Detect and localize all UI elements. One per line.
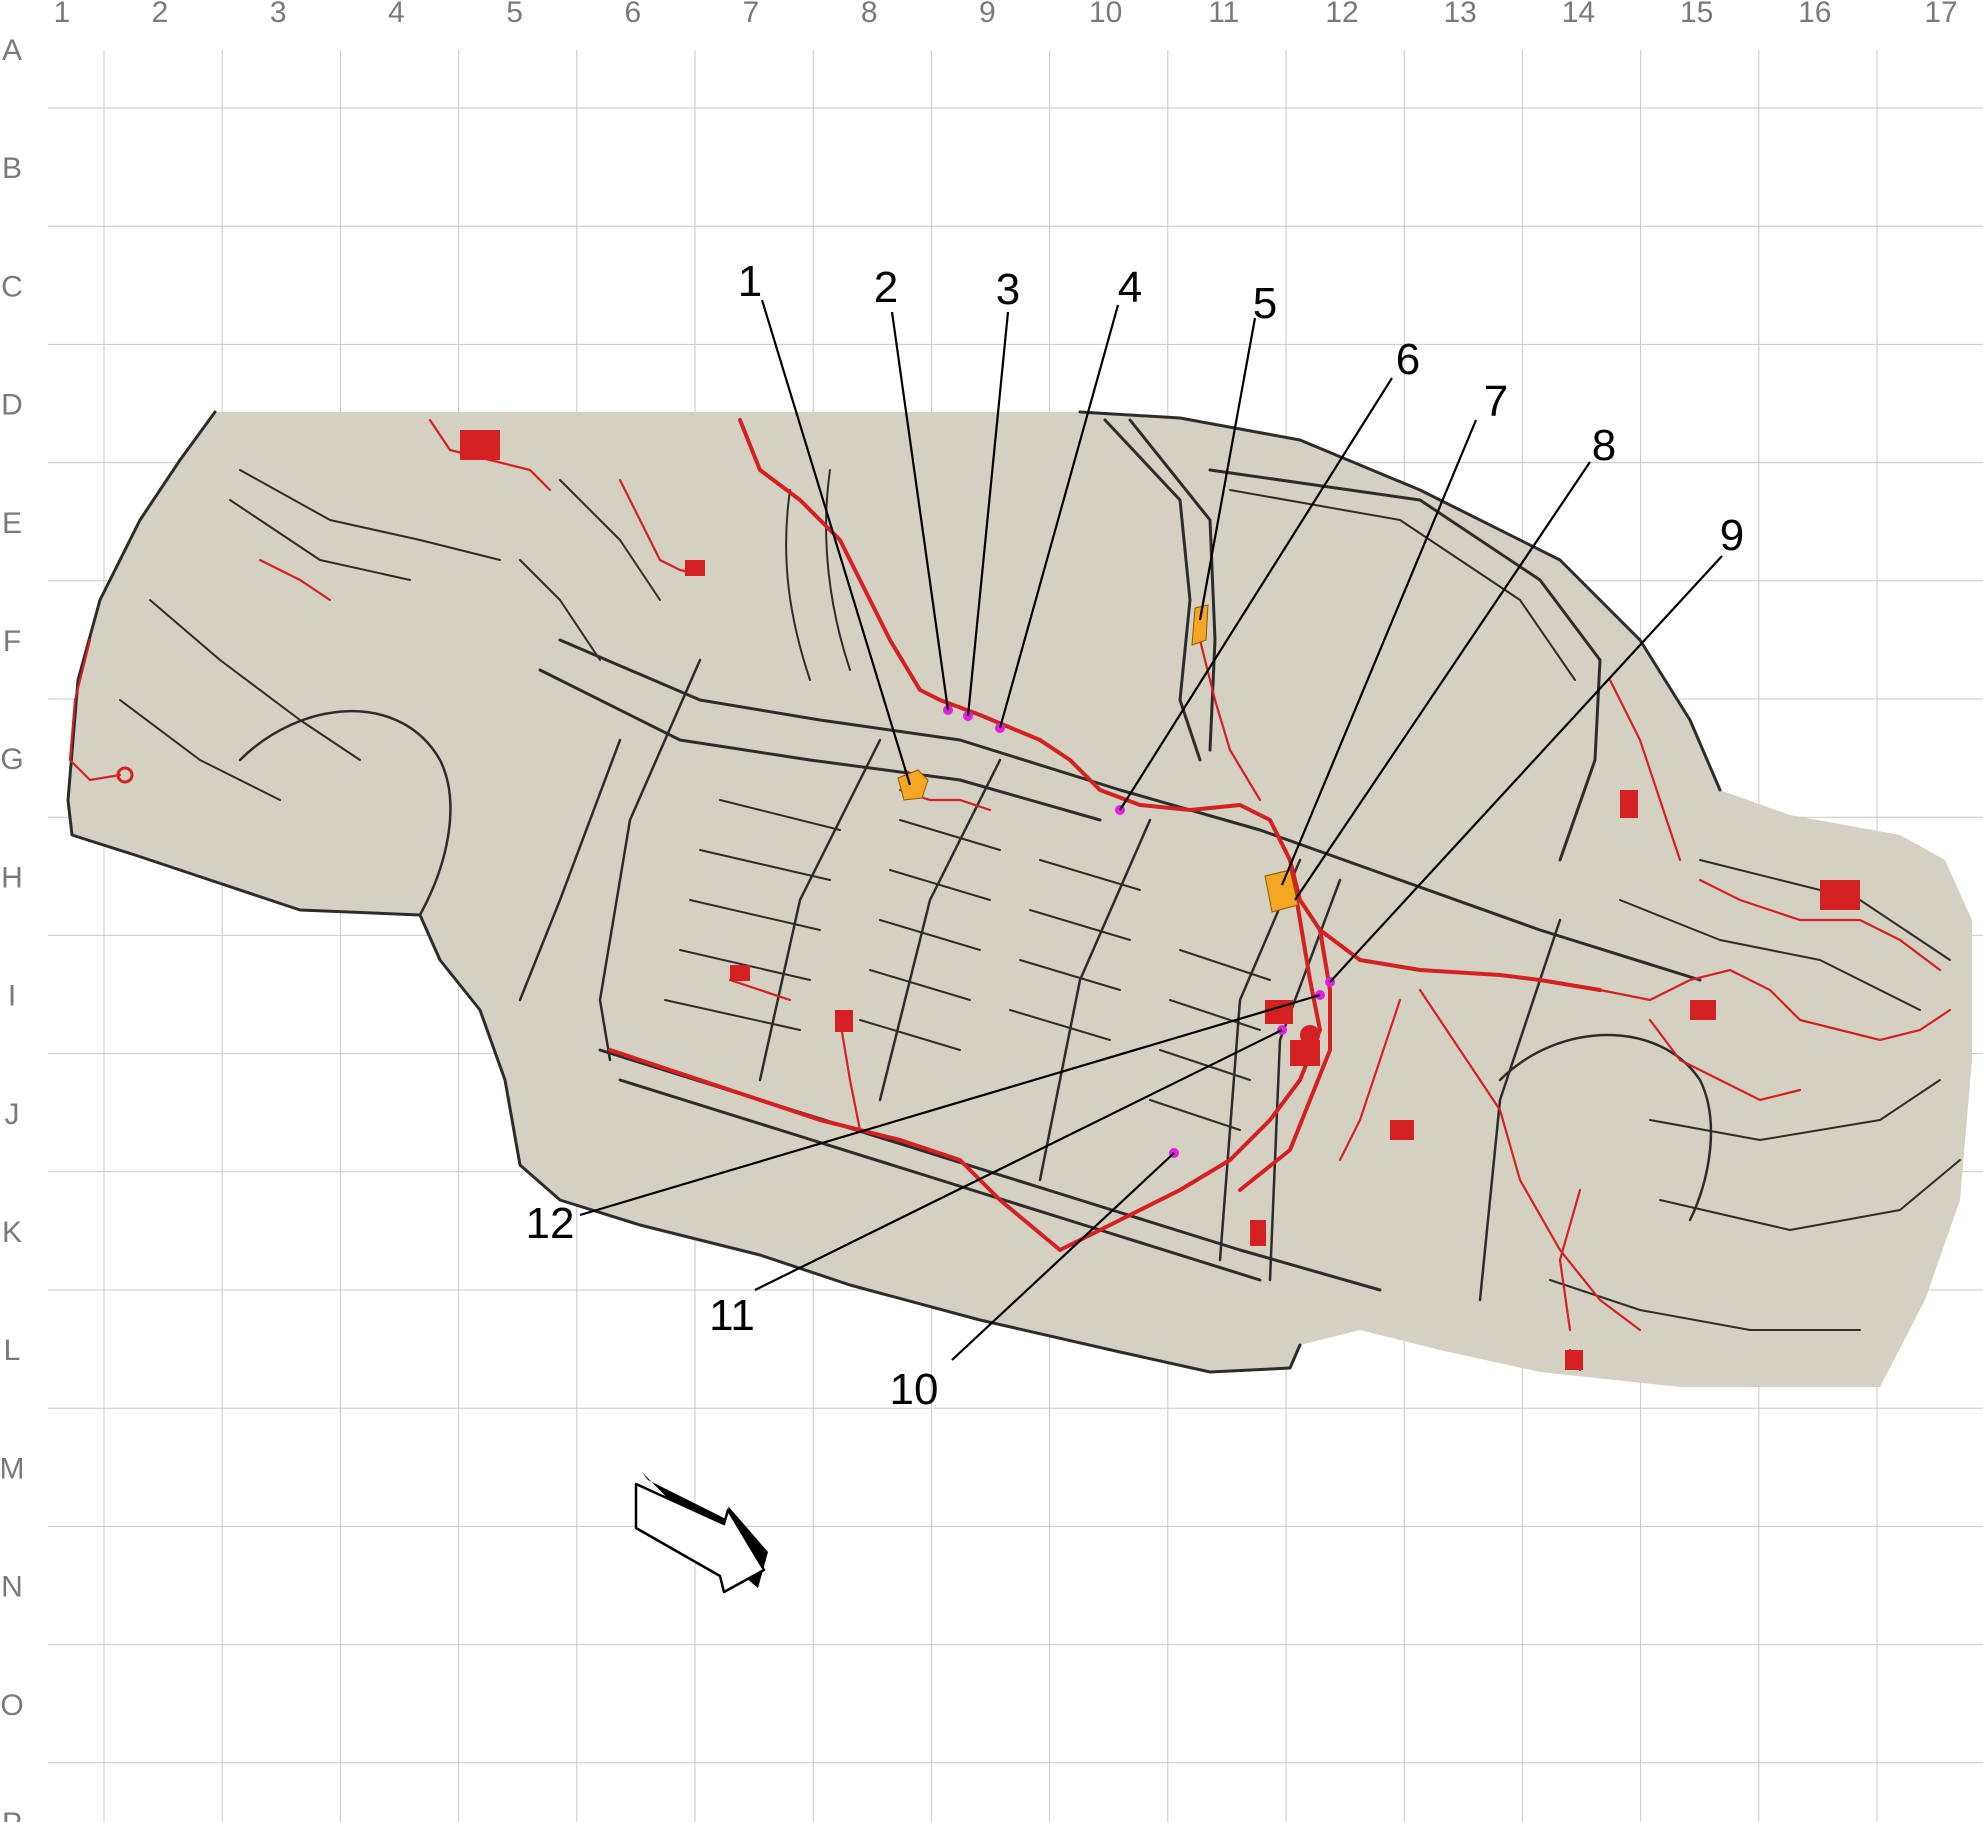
- harness-connectors: [116, 430, 1860, 1370]
- grid-column-label: 7: [743, 0, 760, 29]
- grid-column-label: 10: [1089, 0, 1122, 29]
- grid-column-label: 4: [388, 0, 405, 29]
- connector-block: [835, 1010, 853, 1032]
- body-frame-structure: [66, 410, 1961, 1374]
- callout-number-9: 9: [1720, 511, 1744, 560]
- grid-column-label: 13: [1444, 0, 1477, 29]
- grid-row-label: N: [1, 1571, 23, 1604]
- leader-line-4: [998, 304, 1120, 729]
- connector-block: [1690, 1000, 1716, 1020]
- leader-line-3: [966, 311, 1010, 717]
- grid-column-label: 6: [624, 0, 641, 29]
- grid-row-label: M: [0, 1452, 25, 1485]
- grid-row-label: J: [5, 1098, 20, 1131]
- grid-column-label: 15: [1680, 0, 1713, 29]
- callout-number-4: 4: [1118, 263, 1142, 312]
- callout-number-2: 2: [874, 263, 898, 312]
- callout-number-7: 7: [1484, 377, 1508, 426]
- grid-row-label: I: [8, 980, 16, 1013]
- leader-line-2: [890, 311, 950, 711]
- grid-row-label: A: [2, 34, 22, 67]
- connector-block: [1390, 1120, 1414, 1140]
- grid-column-label: 9: [979, 0, 996, 29]
- callout-leader-lines: [579, 299, 1723, 1361]
- connector-block: [1620, 790, 1638, 818]
- grid-row-labels: A B C D E F G H I J K L M N O P: [0, 34, 25, 1822]
- connector-round: [116, 766, 134, 784]
- callout-numbers: 1 2 3 4 5 6 7 8 9 10 11 12: [526, 257, 1745, 1414]
- grid-column-label: 2: [152, 0, 169, 29]
- grid-row-label: O: [0, 1689, 23, 1722]
- connector-block: [685, 560, 705, 576]
- grid-row-label: E: [2, 507, 22, 540]
- connector-block: [1250, 1220, 1266, 1246]
- grid-row-label: F: [3, 625, 21, 658]
- leader-line-1: [760, 299, 912, 786]
- leader-line-8: [1294, 461, 1591, 901]
- grid-column-label: 3: [270, 0, 287, 29]
- grid-column-label: 5: [506, 0, 523, 29]
- grid-row-label: K: [2, 1216, 22, 1249]
- leader-line-10: [951, 1152, 1175, 1361]
- grid-column-label: 12: [1325, 0, 1358, 29]
- connector-block: [460, 430, 500, 460]
- connector-block: [1565, 1350, 1583, 1370]
- grid-column-label: 16: [1798, 0, 1831, 29]
- leader-line-9: [1329, 555, 1723, 983]
- vehicle-body-silhouette: [68, 412, 1972, 1387]
- callout-number-1: 1: [738, 257, 762, 306]
- connector-block: [1820, 880, 1860, 910]
- grid-row-label: P: [2, 1807, 22, 1822]
- front-direction-arrow-icon: [634, 1472, 768, 1594]
- grid-row-label: L: [4, 1334, 21, 1367]
- leader-line-7: [1280, 419, 1478, 886]
- grid-column-label: 1: [54, 0, 71, 29]
- callout-number-5: 5: [1253, 279, 1277, 328]
- highlighted-connector-callout-8: [1264, 869, 1299, 913]
- connector-block: [730, 965, 750, 981]
- grid-row-label: B: [2, 152, 22, 185]
- wiring-harness-runs: [68, 418, 1952, 1372]
- grid-column-label: 11: [1208, 0, 1239, 29]
- vehicle-underbody-illustration: [66, 410, 1972, 1387]
- grid-column-label: 14: [1562, 0, 1595, 29]
- grid-column-label: 8: [861, 0, 878, 29]
- callout-number-6: 6: [1396, 335, 1420, 384]
- grid-row-label: G: [0, 743, 23, 776]
- connector-block: [1290, 1040, 1320, 1066]
- callout-number-11: 11: [709, 1291, 755, 1340]
- grid-row-label: H: [1, 861, 23, 894]
- callout-number-12: 12: [526, 1199, 575, 1248]
- leader-line-5: [1198, 317, 1257, 621]
- callout-number-3: 3: [996, 265, 1020, 314]
- leader-line-6: [1119, 377, 1393, 811]
- leader-line-12: [579, 993, 1321, 1217]
- highlighted-connector-callout-1: [897, 769, 929, 801]
- callout-number-8: 8: [1592, 421, 1616, 470]
- grid-column-label: 17: [1924, 0, 1957, 29]
- leader-line-11: [754, 1029, 1283, 1291]
- callout-number-10: 10: [890, 1365, 939, 1414]
- grid-row-label: C: [1, 270, 23, 303]
- grid-row-label: D: [1, 389, 23, 422]
- connector-round: [1300, 1025, 1320, 1045]
- highlighted-connector-callout-5: [1191, 604, 1209, 646]
